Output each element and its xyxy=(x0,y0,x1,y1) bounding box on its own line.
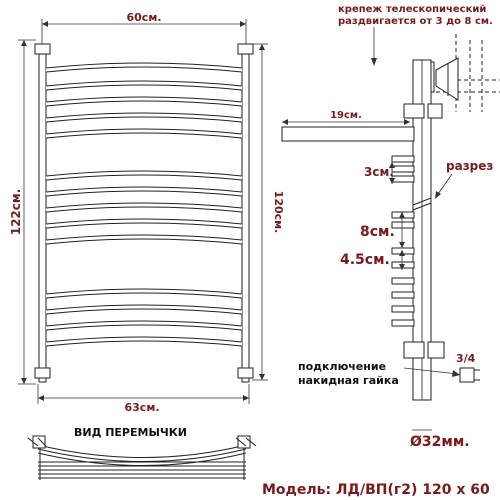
side-rung-stub xyxy=(391,305,415,313)
side-rung-stub xyxy=(391,319,415,327)
rung-highlight xyxy=(45,171,243,180)
height-right-label: 120см. xyxy=(272,191,285,234)
front-view: 60см. 63см. 122см. 120см. xyxy=(9,11,285,414)
gap-45-label: 4.5см. xyxy=(340,252,390,268)
side-rung-stub xyxy=(391,155,415,163)
rung-highlight xyxy=(45,63,243,72)
side-rung-stub xyxy=(391,221,415,229)
rung-highlight xyxy=(45,113,243,122)
rung-highlight xyxy=(45,129,243,138)
connection-line2: накидная гайка xyxy=(298,374,399,387)
top-left-mount xyxy=(34,43,51,55)
mount-note-line1: крепеж телескопический xyxy=(338,4,486,15)
left-collector xyxy=(38,49,47,383)
rung-highlight xyxy=(45,97,243,106)
side-rung-stubs xyxy=(391,155,415,327)
jumper-view: ВИД ПЕРЕМЫЧКИ xyxy=(27,426,257,480)
right-collector xyxy=(241,49,250,383)
diameter-label: Ø32мм. xyxy=(410,434,470,450)
thread-label: 3/4 xyxy=(456,352,476,365)
side-view: крепеж телескопический раздвигается от 3… xyxy=(281,4,500,450)
jumper-view-title: ВИД ПЕРЕМЫЧКИ xyxy=(74,426,187,439)
bottom-right-mount xyxy=(237,367,254,379)
rung-highlight xyxy=(45,337,243,346)
rung-highlight xyxy=(45,235,243,244)
rung-highlight xyxy=(45,305,243,314)
gap-8-label: 8см. xyxy=(360,224,395,240)
rung-highlight xyxy=(45,203,243,212)
height-left-label: 122см. xyxy=(9,189,23,236)
gap-small-label: 3см. xyxy=(364,165,394,179)
side-rung-stub xyxy=(391,291,415,299)
width-top-label: 60см. xyxy=(127,11,162,24)
side-rung-stub xyxy=(391,277,415,285)
rung-highlight xyxy=(45,289,243,298)
bottom-left-mount xyxy=(34,367,51,379)
mount-note-line2: раздвигается от 3 до 8 см. xyxy=(338,16,493,27)
rung-highlight xyxy=(45,321,243,330)
side-rung-stub xyxy=(391,165,415,173)
cut-label: разрез xyxy=(446,159,493,173)
rungs xyxy=(45,62,243,347)
top-right-mount xyxy=(237,43,254,55)
model-label: Модель: ЛД/ВП(г2) 120 х 60 xyxy=(262,482,490,498)
rung-highlight xyxy=(45,219,243,228)
rung-highlight xyxy=(45,81,243,90)
side-rung-stub xyxy=(391,175,415,183)
depth-label: 19см. xyxy=(330,110,362,121)
rung-highlight xyxy=(45,187,243,196)
connection-line1: подключение xyxy=(298,360,386,373)
width-bottom-label: 63см. xyxy=(125,401,160,414)
